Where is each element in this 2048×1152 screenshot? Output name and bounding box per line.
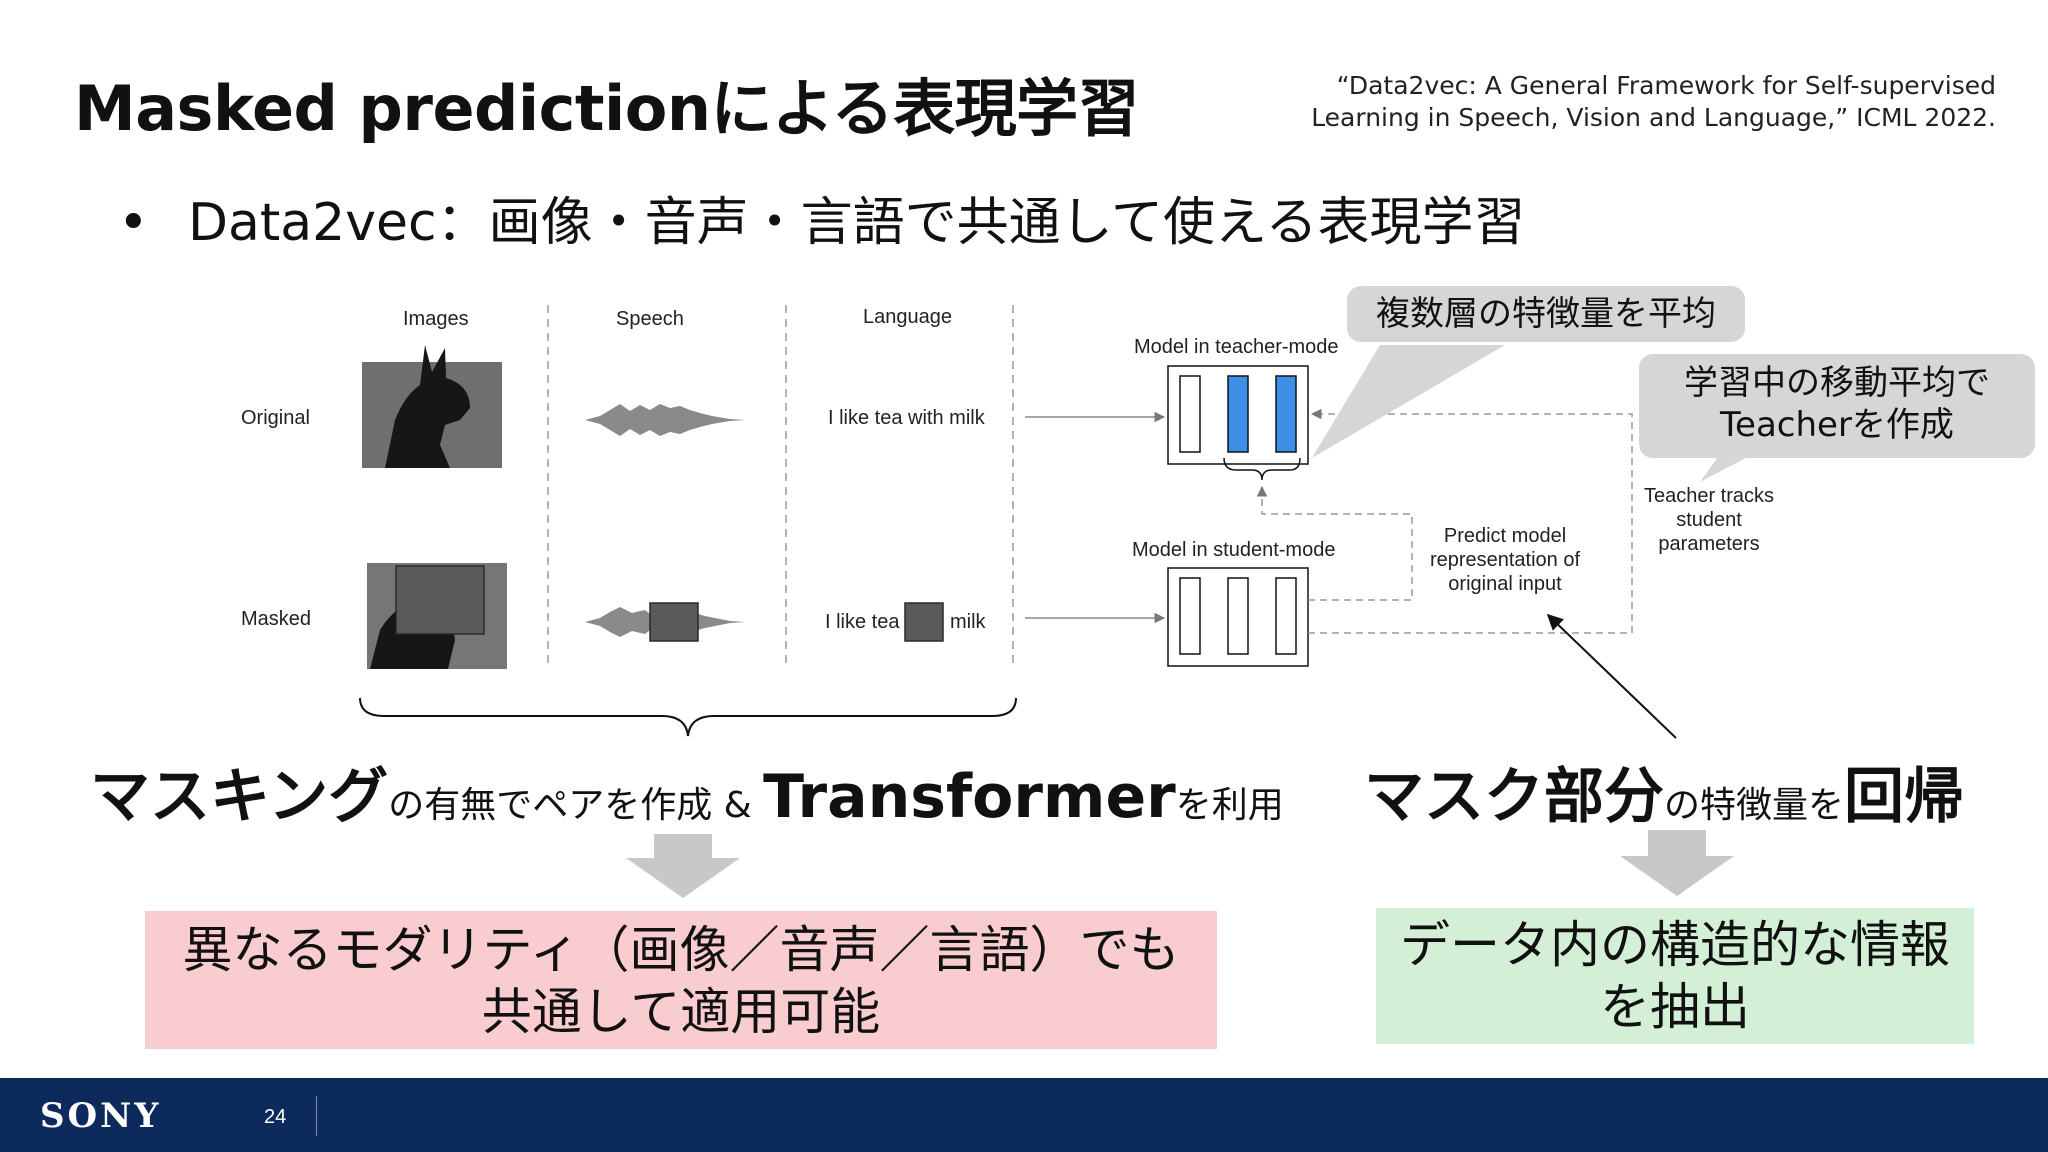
modality-brace — [359, 697, 1017, 737]
dashed-ema-link — [1308, 408, 1633, 634]
predict-label-line: representation of — [1429, 549, 1581, 571]
teacher-layer-brace — [1223, 457, 1301, 481]
reference-line-1: “Data2vec: A General Framework for Self-… — [1336, 71, 1996, 100]
tracks-label-line: parameters — [1658, 533, 1760, 555]
col-label-images: Images — [403, 308, 469, 330]
teacher-tracks-label: Teacher tracks student parameters — [1632, 484, 1786, 556]
student-mode-label: Model in student-mode — [1132, 539, 1336, 561]
teacher-model-box — [1167, 365, 1309, 465]
row-label-masked: Masked — [241, 608, 312, 630]
original-sentence: I like tea with milk — [828, 407, 985, 429]
tracks-label-line: Teacher tracks — [1643, 485, 1775, 507]
row-label-original: Original — [241, 407, 310, 429]
callout-avg-pointer — [1312, 345, 1505, 458]
result-box-cross-modality: 異なるモダリティ（画像／音声／言語）でも 共通して適用可能 — [145, 911, 1217, 1049]
bullet-text: Data2vec：画像・音声・言語で共通して使える表現学習 — [188, 193, 1526, 253]
speech-waveform-original — [585, 404, 745, 436]
left-headline-small-1: の有無でペアを作成 & — [388, 785, 764, 826]
page-number: 24 — [264, 1106, 287, 1128]
reference-line-2: Learning in Speech, Vision and Language,… — [1311, 103, 1996, 132]
predict-label-line: Predict model — [1443, 525, 1567, 547]
bullet-item: • Data2vec：画像・音声・言語で共通して使える表現学習 — [118, 180, 1525, 255]
student-model-box — [1167, 567, 1309, 667]
callout-ema-line-2: Teacherを作成 — [1720, 405, 1954, 445]
speech-mask-block — [649, 602, 699, 642]
result-left-line-2: 共通して適用可能 — [481, 983, 881, 1041]
language-mask-block — [904, 602, 944, 642]
callout-ema-line-1: 学習中の移動平均で — [1684, 363, 1990, 403]
down-arrow-right — [1620, 830, 1734, 896]
col-label-language: Language — [863, 306, 952, 328]
callout-moving-average: 学習中の移動平均で Teacherを作成 — [1639, 354, 2035, 458]
result-box-structure: データ内の構造的な情報 を抽出 — [1376, 908, 1974, 1044]
right-headline-small-1: の特徴量を — [1664, 785, 1845, 826]
right-headline: マスク部分の特徴量を回帰 — [1364, 748, 1964, 835]
tracks-label-line: student — [1676, 509, 1742, 531]
dog-image-masked — [367, 563, 507, 669]
left-headline: マスキングの有無でペアを作成 & Transformerを利用 — [90, 748, 1284, 835]
dashed-predict-link — [1256, 485, 1413, 601]
predict-label-line: original input — [1448, 573, 1562, 595]
right-headline-big-1: マスク部分 — [1364, 762, 1664, 832]
reference-citation: “Data2vec: A General Framework for Self-… — [1311, 70, 1996, 134]
masked-sentence-left: I like tea — [825, 611, 900, 633]
teacher-mode-label: Model in teacher-mode — [1134, 336, 1339, 358]
result-right-line-1: データ内の構造的な情報 — [1400, 916, 1950, 974]
slide-title: Masked predictionによる表現学習 — [74, 72, 1140, 145]
left-headline-big-2: Transformer — [763, 762, 1176, 832]
down-arrow-left — [626, 834, 740, 898]
dog-image-original — [362, 345, 502, 468]
arrow-to-predict-label — [1546, 613, 1677, 739]
left-headline-big-1: マスキング — [90, 762, 389, 832]
predict-label: Predict model representation of original… — [1424, 524, 1586, 596]
footer-divider — [316, 1096, 317, 1136]
bullet-dot: • — [118, 193, 149, 253]
sony-logo: SONY — [40, 1096, 162, 1136]
left-headline-small-2: を利用 — [1175, 785, 1284, 826]
callout-layer-average: 複数層の特徴量を平均 — [1347, 286, 1745, 342]
masked-sentence-right: milk — [950, 611, 986, 633]
result-left-line-1: 異なるモダリティ（画像／音声／言語）でも — [182, 921, 1180, 979]
footer-bar — [0, 1078, 2048, 1152]
result-right-line-2: を抽出 — [1600, 978, 1750, 1036]
col-label-speech: Speech — [616, 308, 684, 330]
speech-waveform-masked — [585, 602, 745, 642]
right-headline-big-2: 回帰 — [1844, 762, 1965, 832]
